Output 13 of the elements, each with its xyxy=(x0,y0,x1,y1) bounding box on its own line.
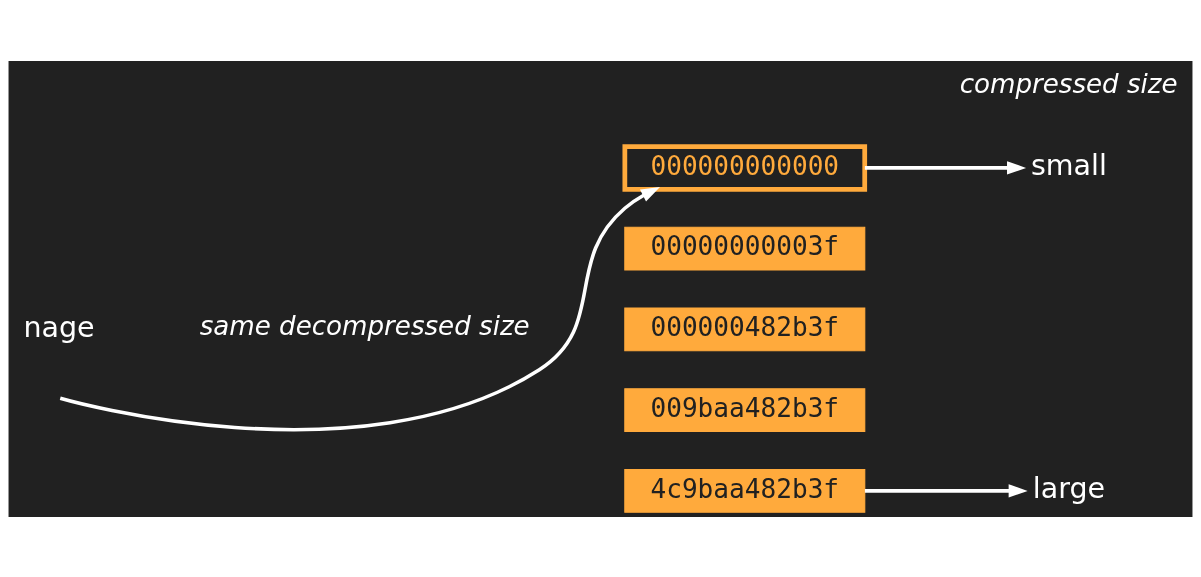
label: nage xyxy=(23,310,95,344)
node-box: 000000482b3f xyxy=(624,306,866,351)
node-box: 00000000003f xyxy=(624,226,866,271)
arrow xyxy=(864,160,1027,175)
arrow xyxy=(864,483,1028,498)
label: compressed size xyxy=(959,68,1178,99)
node-box: 000000000000 xyxy=(622,143,868,192)
node-text: large xyxy=(1032,471,1106,505)
node-text: small xyxy=(1031,148,1107,182)
node-box: 4c9baa482b3f xyxy=(624,468,866,513)
node-box: 009baa482b3f xyxy=(624,387,866,432)
label: same decompressed size xyxy=(199,310,530,341)
arrow xyxy=(59,186,660,431)
